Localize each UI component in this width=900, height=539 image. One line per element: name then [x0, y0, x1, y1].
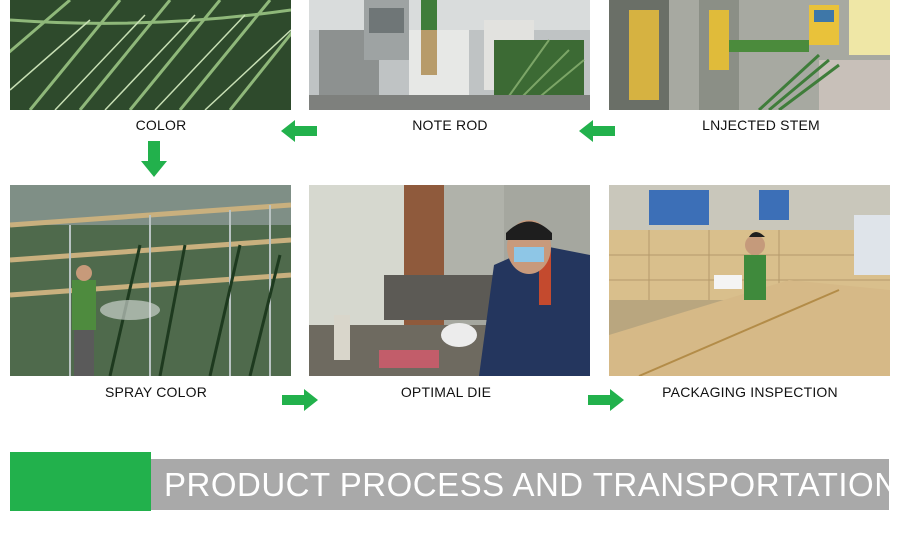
spray-greenhouse-photo — [10, 185, 291, 376]
step-label-spray-color: SPRAY COLOR — [104, 384, 208, 400]
carton-warehouse-photo — [609, 185, 890, 376]
banner-accent-block — [10, 452, 151, 511]
banner-title: PRODUCT PROCESS AND TRANSPORTATION — [164, 466, 899, 503]
arrow-down-icon — [141, 141, 167, 177]
arrow-right-icon — [588, 389, 624, 411]
arrow-right-icon — [282, 389, 318, 411]
step-label-note-rod: NOTE ROD — [412, 117, 488, 133]
arrow-left-icon — [579, 120, 615, 142]
step-label-injected-stem: LNJECTED STEM — [702, 117, 820, 133]
step-label-color: COLOR — [135, 117, 187, 133]
injection-press-photo — [609, 0, 890, 110]
palm-leaves-photo — [10, 0, 291, 110]
workshop-machine-photo — [309, 0, 590, 110]
banner-bar — [151, 459, 889, 510]
step-label-optimal-die: OPTIMAL DIE — [400, 384, 492, 400]
die-worker-photo — [309, 185, 590, 376]
arrow-left-icon — [281, 120, 317, 142]
step-label-packaging-inspection: PACKAGING INSPECTION — [662, 384, 838, 400]
